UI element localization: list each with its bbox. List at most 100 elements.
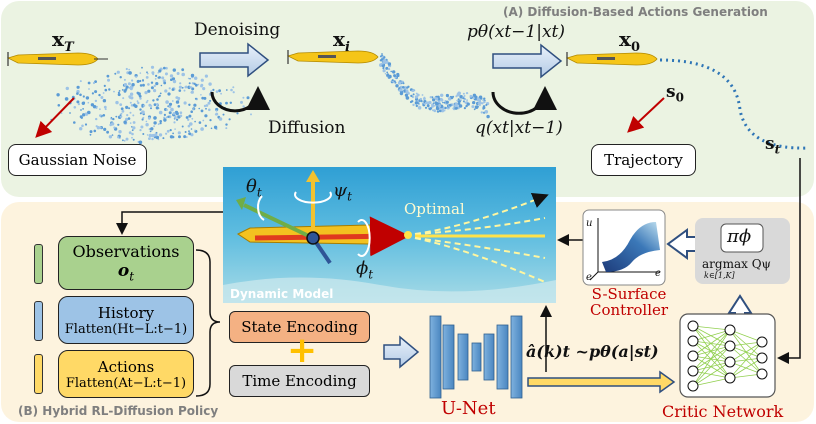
x-T-label: xT xyxy=(52,27,74,55)
noise-dot xyxy=(110,116,113,119)
forward-process-label: q(xt|xt−1) xyxy=(475,118,563,138)
stream-dot xyxy=(432,98,436,102)
optimal-label: Optimal xyxy=(404,200,465,218)
noise-dot xyxy=(90,103,95,107)
observations-bar xyxy=(34,244,43,284)
noise-dot xyxy=(115,115,118,118)
noise-dot xyxy=(181,68,185,72)
noise-dot xyxy=(155,106,159,110)
panel-a-title: (A) Diffusion-Based Actions Generation xyxy=(503,5,768,19)
stream-dot xyxy=(436,110,440,113)
noise-dot xyxy=(153,116,157,120)
stream-dot xyxy=(486,114,490,119)
critic-edge xyxy=(692,329,731,342)
stream-dot xyxy=(485,103,488,106)
noise-dot xyxy=(184,131,187,133)
noise-dot xyxy=(166,129,170,133)
noise-dot xyxy=(155,82,159,86)
noise-dot xyxy=(171,77,176,81)
noise-dot xyxy=(179,114,183,118)
critic-network-label: Critic Network xyxy=(662,402,784,421)
noise-dot xyxy=(128,131,132,135)
noise-dot xyxy=(99,114,102,117)
stream-dot xyxy=(405,90,409,94)
noise-dot xyxy=(163,66,166,70)
x-i-label: xi xyxy=(333,27,350,55)
stream-dot xyxy=(405,96,410,100)
noise-dot xyxy=(148,137,151,141)
noise-dot xyxy=(77,103,80,106)
noise-dot xyxy=(108,135,113,139)
noise-dot xyxy=(246,96,250,100)
stream-dot xyxy=(390,70,393,73)
noise-dot xyxy=(204,74,208,78)
action-sample-label: â(k)t ~pθ(a|st) xyxy=(526,342,659,361)
policy-inner-box xyxy=(720,223,764,253)
stream-dot xyxy=(421,94,424,96)
noise-dot xyxy=(94,90,98,94)
s-surface-plot xyxy=(589,218,660,281)
noise-dot xyxy=(73,106,77,109)
noise-dot xyxy=(175,100,180,104)
stream-dot xyxy=(469,94,473,98)
noise-dot xyxy=(149,130,152,133)
stream-dot xyxy=(480,111,483,114)
stream-dot xyxy=(398,87,401,90)
stream-dot xyxy=(438,109,442,113)
gaussian-noise-particles xyxy=(50,65,252,145)
noise-dot xyxy=(79,127,83,131)
noise-dot xyxy=(155,135,160,140)
critic-edge xyxy=(692,325,731,347)
s-t-label: st xyxy=(765,134,781,157)
noise-dot xyxy=(200,109,204,113)
critic-node xyxy=(687,365,699,377)
noise-dot xyxy=(102,92,105,94)
noise-dot xyxy=(215,90,219,93)
partial-noise-stream xyxy=(379,53,490,119)
stream-dot xyxy=(387,62,392,66)
noise-dot xyxy=(209,99,212,102)
noise-dot xyxy=(194,97,197,100)
stream-dot xyxy=(435,102,439,105)
critic-edge xyxy=(692,355,731,363)
critic-node xyxy=(687,350,699,362)
noise-dot xyxy=(183,135,187,139)
noise-dot xyxy=(98,93,101,97)
critic-edge xyxy=(729,329,763,343)
noise-dot xyxy=(106,130,109,134)
dynamic-model-image xyxy=(223,167,556,303)
noise-dot xyxy=(242,105,245,108)
stream-dot xyxy=(457,98,460,101)
stream-dot xyxy=(423,97,426,101)
noise-dot xyxy=(163,118,167,122)
noise-dot xyxy=(201,96,205,100)
stream-dot xyxy=(445,93,449,98)
critic-edge xyxy=(692,325,731,363)
noise-dot xyxy=(147,116,151,120)
noise-dot xyxy=(183,89,186,92)
noise-dot xyxy=(125,117,129,121)
stream-dot xyxy=(383,60,387,64)
noise-dot xyxy=(168,105,172,108)
noise-dot xyxy=(207,101,211,105)
critic-edge xyxy=(729,357,763,379)
stream-dot xyxy=(414,95,419,99)
stream-dot xyxy=(397,81,402,85)
noise-dot xyxy=(138,94,142,98)
noise-dot xyxy=(187,124,191,128)
noise-dot xyxy=(139,97,142,100)
noise-dot xyxy=(212,88,215,91)
noise-dot xyxy=(165,116,168,119)
noise-dot xyxy=(140,125,144,129)
noise-dot xyxy=(136,100,139,103)
noise-dot xyxy=(113,126,116,129)
noise-dot xyxy=(84,123,88,126)
noise-dot xyxy=(232,86,235,89)
noise-dot xyxy=(146,72,149,75)
noise-dot xyxy=(198,121,202,124)
action-to-critic-arrow xyxy=(527,370,676,394)
stream-dot xyxy=(482,107,485,110)
stream-dot xyxy=(428,100,432,105)
noise-dot xyxy=(188,103,191,107)
stream-dot xyxy=(402,86,405,89)
